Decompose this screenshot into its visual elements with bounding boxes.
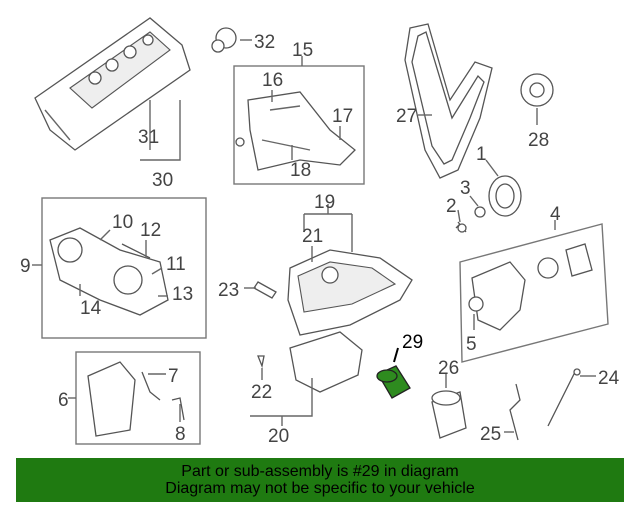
callout-10: 10 [112, 212, 133, 233]
callout-8: 8 [175, 424, 186, 445]
valve-cover [34, 17, 191, 151]
callout-24: 24 [598, 368, 620, 389]
callout-26: 26 [438, 358, 459, 379]
box-15 [233, 65, 365, 185]
timing-cover [235, 91, 356, 171]
callout-31: 31 [138, 127, 159, 148]
callout-27: 27 [396, 106, 417, 127]
callout-16: 16 [262, 70, 283, 91]
oil-filter [431, 390, 467, 439]
callout-9: 9 [20, 256, 31, 277]
box-4 [459, 223, 609, 363]
callout-14: 14 [80, 298, 102, 319]
banner-line-2: Diagram may not be specific to your vehi… [165, 480, 475, 497]
callout-11: 11 [166, 254, 186, 275]
oil-cap [211, 27, 237, 53]
callout-4: 4 [550, 204, 561, 225]
callout-21: 21 [302, 226, 323, 247]
callout-13: 13 [172, 284, 193, 305]
front-cover [49, 227, 169, 316]
box-9 [41, 197, 207, 339]
callout-2: 2 [446, 196, 457, 217]
callout-3: 3 [460, 178, 471, 199]
callout-6: 6 [58, 390, 69, 411]
callout-32: 32 [254, 32, 275, 53]
callout-22: 22 [251, 382, 272, 403]
callout-1: 1 [476, 144, 487, 165]
callout-19: 19 [314, 192, 335, 213]
oil-pump [468, 243, 593, 331]
callout-12: 12 [140, 220, 161, 241]
seal [488, 175, 522, 217]
callout-23: 23 [218, 280, 239, 301]
lower-cover [87, 361, 185, 437]
callout-28: 28 [528, 130, 549, 151]
callout-20: 20 [268, 426, 289, 447]
callout-15: 15 [292, 40, 313, 61]
oil-pan-upper [287, 249, 413, 336]
callout-25: 25 [480, 424, 501, 445]
callout-29: 29 [402, 332, 423, 353]
banner-line-1: Part or sub-assembly is #29 in diagram [181, 463, 459, 480]
oil-pan-lower [289, 331, 363, 393]
sprocket [520, 73, 554, 107]
part-29-highlight [376, 365, 411, 399]
timing-belt [404, 23, 493, 179]
callout-17: 17 [332, 106, 353, 127]
callout-30: 30 [152, 170, 173, 191]
callout-7: 7 [168, 366, 179, 387]
info-banner: Part or sub-assembly is #29 in diagram D… [16, 458, 624, 502]
callout-18: 18 [290, 160, 311, 181]
callout-5: 5 [466, 334, 477, 355]
